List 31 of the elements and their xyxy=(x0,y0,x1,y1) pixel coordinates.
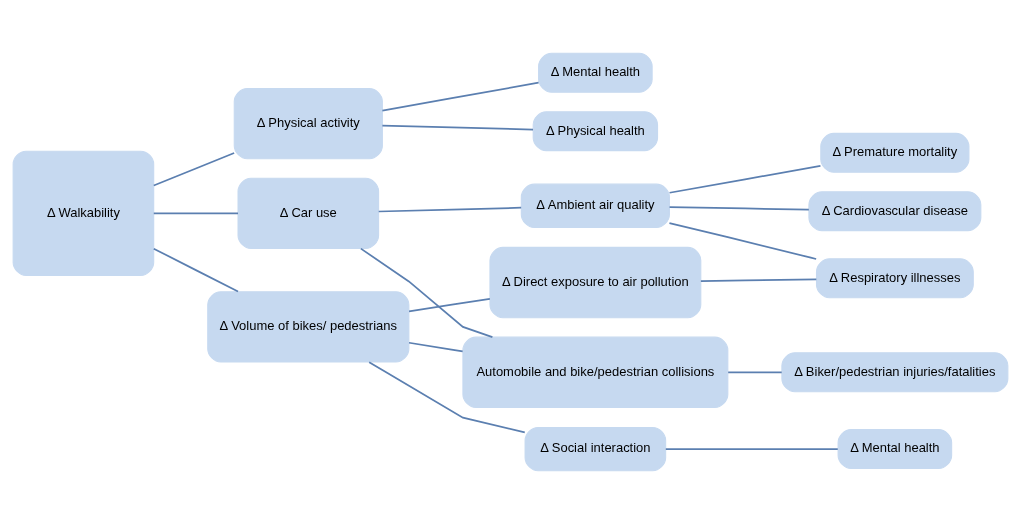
connector xyxy=(152,212,239,214)
connector xyxy=(727,370,783,373)
node-box: Δ Social interaction xyxy=(524,426,667,471)
node-box: Δ Ambient air quality xyxy=(520,183,670,228)
node-box: Δ Premature mortality xyxy=(820,132,970,173)
connector xyxy=(668,221,817,260)
connector xyxy=(377,206,523,212)
connector xyxy=(152,151,236,186)
connector xyxy=(668,205,810,210)
node-box: Δ Physical health xyxy=(532,110,659,151)
node-box: Δ Cardiovascular disease xyxy=(808,190,982,231)
node-box: Δ Mental health xyxy=(837,428,953,469)
node-box: Δ Mental health xyxy=(538,52,653,93)
node-box: Δ Physical activity xyxy=(233,87,383,159)
node-box: Automobile and bike/pedestrian collisions xyxy=(462,336,729,408)
connector xyxy=(381,124,534,130)
connector xyxy=(664,447,839,450)
node-box: Δ Volume of bikes/ pedestrians xyxy=(207,290,410,363)
connector xyxy=(152,247,239,292)
connector xyxy=(381,81,540,111)
connector xyxy=(408,341,464,352)
node-box: Δ Walkability xyxy=(12,150,155,276)
node-box: Δ Car use xyxy=(237,177,380,249)
connector xyxy=(368,360,526,433)
node-box: Δ Biker/pedestrian injuries/fatalities xyxy=(781,351,1009,392)
node-box: Δ Respiratory illnesses xyxy=(815,257,974,298)
connector xyxy=(360,247,494,338)
connector xyxy=(668,164,822,194)
node-box: Δ Direct exposure to air pollution xyxy=(489,246,702,318)
connector xyxy=(408,297,491,312)
connector xyxy=(700,277,818,282)
